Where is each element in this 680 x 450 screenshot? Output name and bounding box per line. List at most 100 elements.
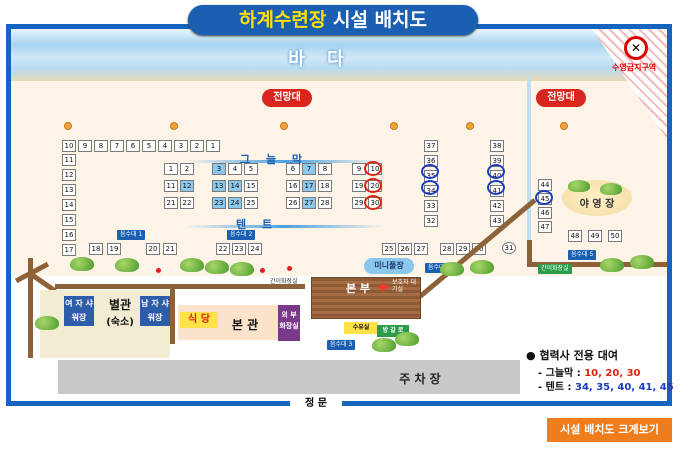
- site-cell-14[interactable]: 14: [228, 180, 242, 192]
- site-cell-4[interactable]: 4: [158, 140, 172, 152]
- site-cell-6[interactable]: 6: [286, 163, 300, 175]
- legend-tent: - 텐트 : 34, 35, 40, 41, 45: [538, 382, 674, 393]
- site-cell-37[interactable]: 37: [424, 140, 438, 152]
- enlarge-map-button[interactable]: 시설 배치도 크게보기: [547, 418, 672, 442]
- site-cell-13[interactable]: 13: [212, 180, 226, 192]
- site-cell-46[interactable]: 46: [538, 207, 552, 219]
- women-shower: 여 자 샤워장: [64, 296, 94, 326]
- no-swim-label: 수영금지구역: [612, 63, 657, 72]
- highlight-ring: [364, 178, 382, 193]
- highlight-ring: [421, 164, 439, 179]
- site-cell-17[interactable]: 17: [302, 180, 316, 192]
- site-cell-7[interactable]: 7: [110, 140, 124, 152]
- site-cell-32[interactable]: 32: [424, 215, 438, 227]
- road: [55, 284, 305, 289]
- site-cell-21[interactable]: 21: [164, 197, 178, 209]
- site-cell-42[interactable]: 42: [490, 200, 504, 212]
- lamp: [466, 122, 474, 130]
- canopy-line: [185, 160, 385, 163]
- restaurant: 식 당: [180, 312, 218, 328]
- lamp: [170, 122, 178, 130]
- site-cell-25[interactable]: 25: [382, 243, 396, 255]
- site-cell-10[interactable]: 10: [62, 140, 76, 152]
- tree-icon: [568, 180, 590, 192]
- highlight-ring: [535, 190, 553, 205]
- site-cell-48[interactable]: 48: [568, 230, 582, 242]
- site-cell-22[interactable]: 22: [180, 197, 194, 209]
- site-cell-11[interactable]: 11: [62, 154, 76, 166]
- legend-title: ● 협력사 전용 대여: [526, 349, 618, 362]
- site-cell-5[interactable]: 5: [244, 163, 258, 175]
- tree-icon: [395, 332, 419, 346]
- site-cell-3[interactable]: 3: [174, 140, 188, 152]
- tree-icon: [180, 258, 204, 272]
- guardian-room: 보호자 대기실: [392, 279, 416, 293]
- site-cell-12[interactable]: 12: [180, 180, 194, 192]
- site-cell-50[interactable]: 50: [608, 230, 622, 242]
- small-restroom-1: 간이화장실: [270, 278, 298, 285]
- site-cell-13[interactable]: 13: [62, 184, 76, 196]
- lamp: [64, 122, 72, 130]
- site-cell-1[interactable]: 1: [206, 140, 220, 152]
- divider-line: [527, 78, 531, 263]
- legend-canopy: - 그늘막 : 10, 20, 30: [538, 368, 641, 379]
- site-cell-12[interactable]: 12: [62, 169, 76, 181]
- site-cell-38[interactable]: 38: [490, 140, 504, 152]
- tree-icon: [70, 257, 94, 271]
- main-gate: 정 문: [290, 395, 342, 412]
- site-cell-27[interactable]: 27: [302, 197, 316, 209]
- annex-sub: (숙소): [106, 317, 134, 328]
- site-cell-28[interactable]: 28: [440, 243, 454, 255]
- site-cell-5[interactable]: 5: [142, 140, 156, 152]
- site-cell-16[interactable]: 16: [62, 229, 76, 241]
- site-cell-15[interactable]: 15: [244, 180, 258, 192]
- site-cell-27[interactable]: 27: [414, 243, 428, 255]
- site-cell-11[interactable]: 11: [164, 180, 178, 192]
- site-cell-3[interactable]: 3: [212, 163, 226, 175]
- site-cell-31[interactable]: 31: [502, 242, 516, 254]
- site-cell-17[interactable]: 17: [62, 244, 76, 256]
- site-cell-26[interactable]: 26: [286, 197, 300, 209]
- outdoor-toilet: 외 부 화장실: [278, 305, 300, 341]
- site-cell-2[interactable]: 2: [190, 140, 204, 152]
- site-cell-1[interactable]: 1: [164, 163, 178, 175]
- sea-label: 바 다: [288, 49, 352, 70]
- site-cell-24[interactable]: 24: [248, 243, 262, 255]
- site-cell-4[interactable]: 4: [228, 163, 242, 175]
- site-cell-18[interactable]: 18: [89, 243, 103, 255]
- main-hall: 본 관: [231, 318, 259, 332]
- site-cell-14[interactable]: 14: [62, 199, 76, 211]
- site-cell-25[interactable]: 25: [244, 197, 258, 209]
- site-cell-49[interactable]: 49: [588, 230, 602, 242]
- site-cell-18[interactable]: 18: [318, 180, 332, 192]
- annex-building: 별관: [108, 298, 132, 312]
- watchtower-right: 전망대: [536, 89, 586, 107]
- site-cell-19[interactable]: 19: [107, 243, 121, 255]
- site-cell-22[interactable]: 22: [216, 243, 230, 255]
- site-cell-33[interactable]: 33: [424, 200, 438, 212]
- site-cell-9[interactable]: 9: [78, 140, 92, 152]
- hq-label: 본 부: [345, 282, 371, 295]
- site-cell-23[interactable]: 23: [232, 243, 246, 255]
- site-cell-16[interactable]: 16: [286, 180, 300, 192]
- site-cell-15[interactable]: 15: [62, 214, 76, 226]
- site-cell-47[interactable]: 47: [538, 221, 552, 233]
- site-cell-8[interactable]: 8: [94, 140, 108, 152]
- highlight-ring: [364, 161, 382, 176]
- site-cell-21[interactable]: 21: [163, 243, 177, 255]
- site-cell-2[interactable]: 2: [180, 163, 194, 175]
- site-cell-20[interactable]: 20: [146, 243, 160, 255]
- faucet-3: 음수대 3: [327, 340, 356, 350]
- highlight-ring: [421, 180, 439, 195]
- site-cell-6[interactable]: 6: [126, 140, 140, 152]
- no-swimming-icon: ✕: [624, 36, 648, 60]
- site-cell-24[interactable]: 24: [228, 197, 242, 209]
- site-cell-29[interactable]: 29: [456, 243, 470, 255]
- site-cell-28[interactable]: 28: [318, 197, 332, 209]
- site-cell-26[interactable]: 26: [398, 243, 412, 255]
- site-cell-7[interactable]: 7: [302, 163, 316, 175]
- small-restroom-2: 간이화장실: [538, 264, 572, 274]
- site-cell-8[interactable]: 8: [318, 163, 332, 175]
- tree-icon: [630, 255, 654, 269]
- site-cell-23[interactable]: 23: [212, 197, 226, 209]
